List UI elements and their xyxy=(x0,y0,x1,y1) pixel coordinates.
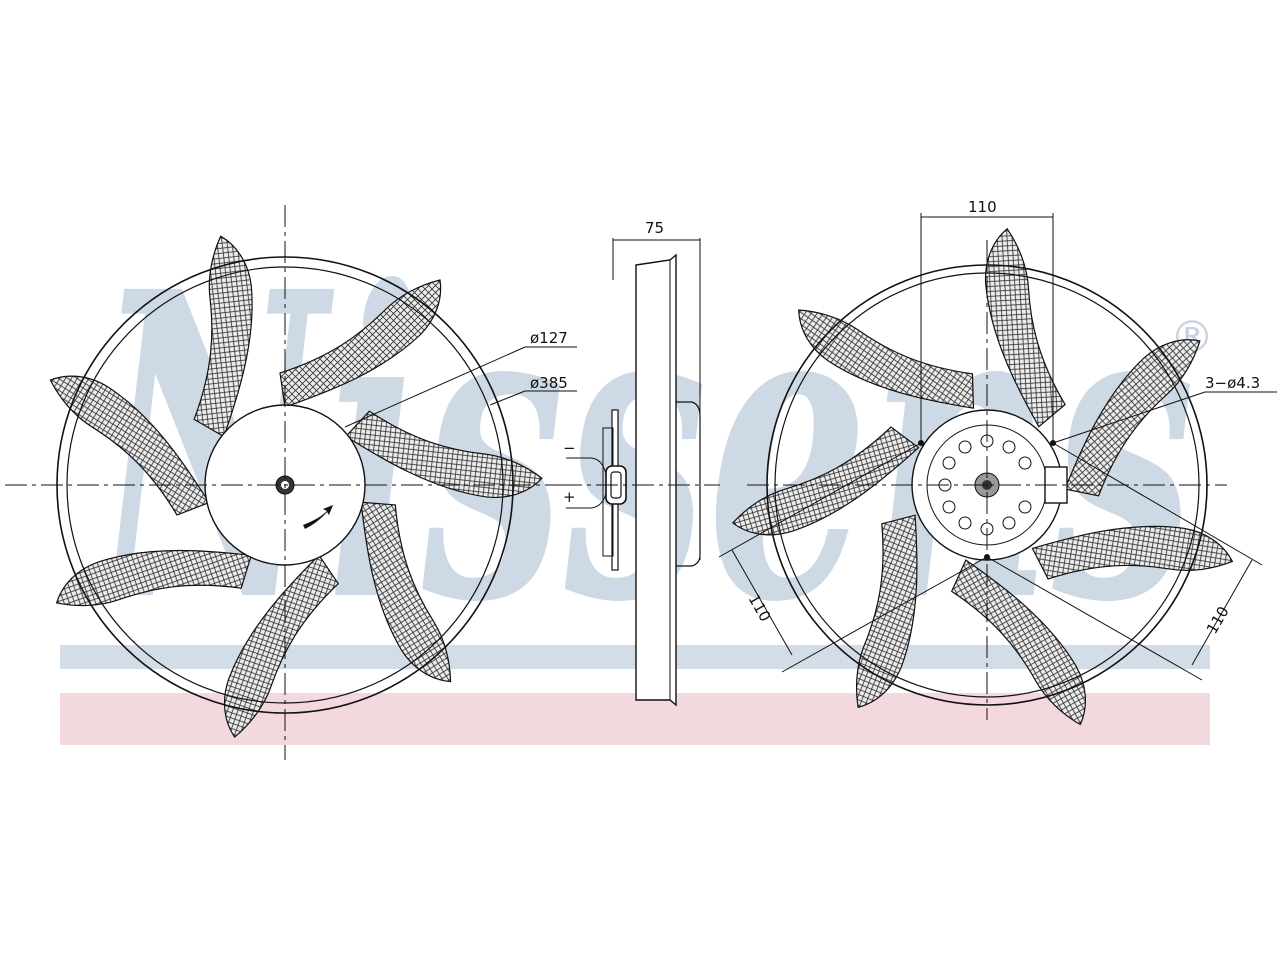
front-view xyxy=(5,205,577,760)
depth-dimension-label: 75 xyxy=(645,219,664,237)
right-spacing-label: 110 xyxy=(1203,603,1233,637)
top-spacing-label: 110 xyxy=(968,198,997,216)
rear-view xyxy=(718,213,1277,726)
side-view xyxy=(560,238,720,707)
mount-holes-label: 3−ø4.3 xyxy=(1205,374,1260,392)
terminal-minus-label: − xyxy=(563,439,576,457)
terminal-plus-label: + xyxy=(563,488,576,506)
fan-diameter-label: ø385 xyxy=(530,374,568,392)
rotation-arrow-icon xyxy=(303,505,333,529)
hub-diameter-label: ø127 xyxy=(530,329,568,347)
